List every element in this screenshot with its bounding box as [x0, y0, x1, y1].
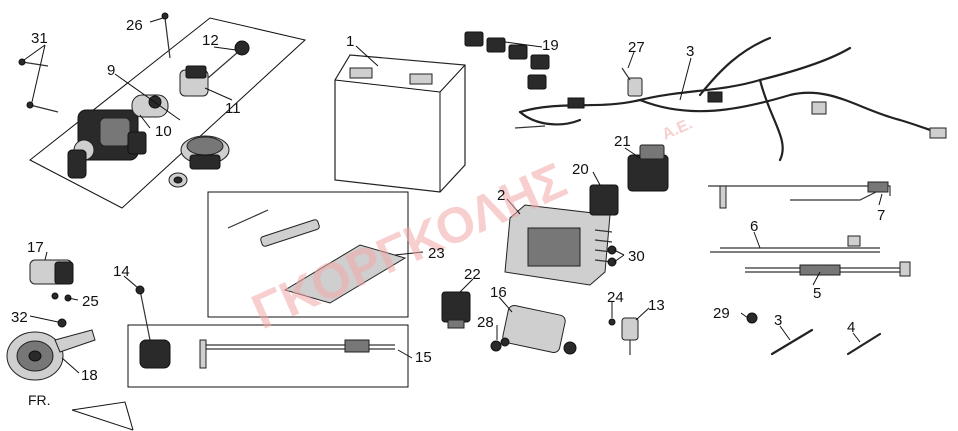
- callout-14: 14: [113, 263, 130, 280]
- key: [207, 40, 250, 79]
- callout-16: 16: [490, 284, 507, 301]
- callout-2: 2: [497, 187, 505, 204]
- front-direction-arrow: [71, 401, 134, 431]
- cable-7: [708, 181, 891, 209]
- orientation-label: FR.: [28, 392, 51, 408]
- callout-5: 5: [813, 285, 821, 302]
- callout-26: 26: [126, 17, 143, 34]
- callout-31: 31: [31, 30, 48, 47]
- callout-32: 32: [11, 309, 28, 326]
- screws-31: [18, 58, 59, 113]
- nut-28: [490, 337, 510, 352]
- callout-24: 24: [607, 289, 624, 306]
- callout-25: 25: [82, 293, 99, 310]
- regulator-rectifier: [504, 204, 617, 286]
- callout-30: 30: [628, 248, 645, 265]
- callout-17: 17: [27, 239, 44, 256]
- main-wiring-harness: [514, 36, 947, 162]
- callout-28: 28: [477, 314, 494, 331]
- part-27: [621, 67, 643, 97]
- fitting-24: [608, 318, 616, 326]
- cable-15: [199, 339, 395, 369]
- bolt-32: [57, 318, 67, 328]
- screws-25: [51, 292, 72, 302]
- seat-lock: [179, 65, 209, 97]
- horn: [6, 329, 96, 381]
- callout-3: 3: [686, 43, 694, 60]
- callout-23: 23: [428, 245, 445, 262]
- callout-27: 27: [628, 39, 645, 56]
- relay-21: [627, 144, 669, 192]
- callout-1: 1: [346, 33, 354, 50]
- part-16: [502, 305, 577, 355]
- callout-labels: 1 2 3 3 4 5 6 7 9 10 11 12 13 14 15 16 1…: [11, 17, 885, 384]
- screw-26: [161, 12, 171, 59]
- tool-kit-frame: [207, 191, 409, 318]
- callout-13: 13: [648, 297, 665, 314]
- callout-20: 20: [572, 161, 589, 178]
- cable-5: [745, 261, 911, 277]
- callout-18: 18: [81, 367, 98, 384]
- relay-20: [589, 184, 619, 216]
- part-17: [29, 259, 74, 285]
- callout-21: 21: [614, 133, 631, 150]
- part-14: [135, 285, 171, 369]
- leader-lines: [23, 17, 883, 374]
- callout-12: 12: [202, 32, 219, 49]
- callout-22: 22: [464, 266, 481, 283]
- callout-10: 10: [155, 123, 172, 140]
- fuel-cap-lock: [168, 135, 230, 188]
- callout-29: 29: [713, 305, 730, 322]
- ignition-group-frame: [29, 17, 307, 209]
- callout-4: 4: [847, 319, 855, 336]
- connector-block: [464, 31, 550, 90]
- piece-3: [770, 328, 814, 356]
- callout-11: 11: [225, 100, 241, 117]
- callout-9: 9: [107, 62, 115, 79]
- starter-relay: [441, 291, 471, 329]
- callout-6: 6: [750, 218, 758, 235]
- callout-19: 19: [542, 37, 559, 54]
- watermark-suffix: A.E.: [660, 115, 695, 143]
- callout-15: 15: [415, 349, 432, 366]
- fitting-13: [621, 317, 639, 355]
- ignition-switch-assembly: [67, 94, 169, 179]
- battery: [334, 54, 466, 193]
- callout-3-piece: 3: [774, 312, 782, 329]
- screw-29: [746, 312, 758, 324]
- cable-6: [710, 235, 880, 253]
- tool-kit: [227, 209, 407, 304]
- callout-7: 7: [877, 207, 885, 224]
- piece-4: [846, 332, 882, 356]
